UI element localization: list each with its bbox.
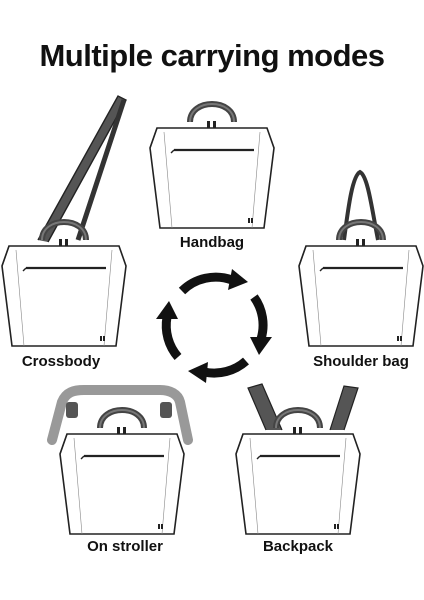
shoulder-bag-label: Shoulder bag bbox=[313, 353, 409, 370]
crossbody-illustration bbox=[0, 95, 128, 348]
cycle-arrows-icon bbox=[156, 269, 272, 383]
handbag-label: Handbag bbox=[179, 234, 245, 251]
backpack-illustration bbox=[234, 383, 362, 536]
backpack-label: Backpack bbox=[262, 538, 334, 555]
page-title: Multiple carrying modes bbox=[39, 38, 385, 73]
shoulder-bag-illustration bbox=[297, 169, 424, 348]
crossbody-label: Crossbody bbox=[21, 353, 101, 370]
on-stroller-illustration bbox=[47, 385, 193, 536]
on-stroller-label: On stroller bbox=[87, 538, 163, 555]
handbag-illustration bbox=[148, 104, 276, 230]
